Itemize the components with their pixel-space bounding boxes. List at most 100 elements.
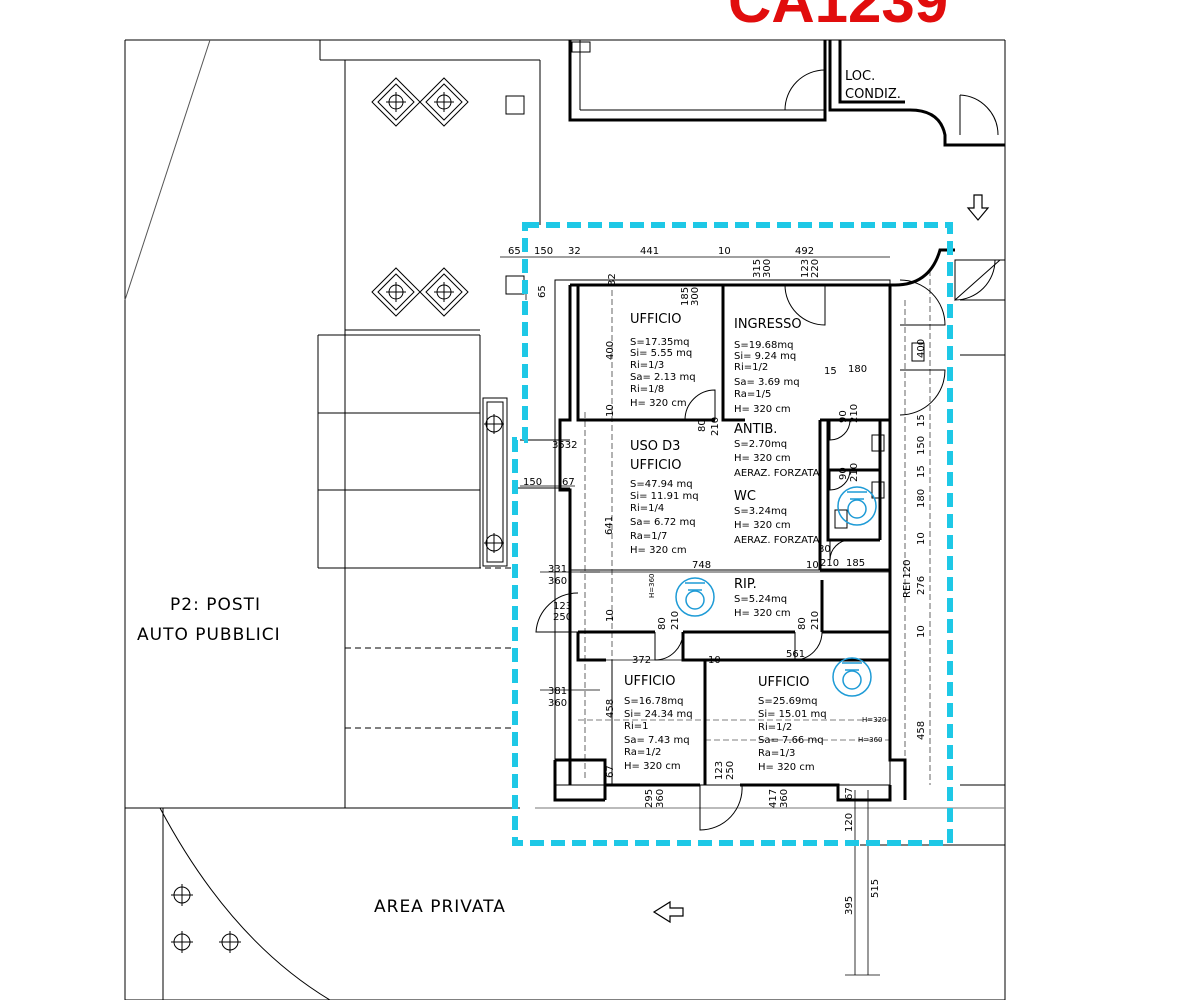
svg-text:S=5.24mq: S=5.24mq [734, 594, 787, 605]
property-boundary [512, 222, 953, 846]
svg-text:210: 210 [710, 417, 721, 436]
svg-text:123: 123 [553, 601, 572, 612]
svg-text:15: 15 [916, 414, 927, 427]
svg-text:H=360: H=360 [858, 736, 883, 744]
svg-text:32: 32 [568, 246, 581, 257]
svg-text:10: 10 [916, 625, 927, 638]
room-rip: RIP. S=5.24mq H= 320 cm [734, 577, 791, 619]
svg-text:80: 80 [657, 617, 668, 630]
svg-text:210: 210 [849, 463, 860, 482]
svg-text:400: 400 [916, 339, 927, 358]
svg-text:RIP.: RIP. [734, 577, 757, 592]
svg-text:220: 220 [810, 259, 821, 278]
svg-text:H= 320 cm: H= 320 cm [758, 762, 815, 773]
svg-text:185: 185 [680, 287, 691, 306]
svg-text:H= 320 cm: H= 320 cm [734, 608, 791, 619]
svg-text:3532: 3532 [552, 440, 577, 451]
svg-text:Ra=1/2: Ra=1/2 [624, 747, 661, 758]
svg-text:180: 180 [916, 489, 927, 508]
svg-text:H= 320 cm: H= 320 cm [630, 398, 687, 409]
svg-text:515: 515 [870, 879, 881, 898]
svg-text:360: 360 [548, 576, 567, 587]
svg-text:Ri=1: Ri=1 [624, 721, 648, 732]
room-wc: WC S=3.24mq H= 320 cm AERAZ. FORZATA [734, 489, 820, 546]
svg-text:80: 80 [797, 617, 808, 630]
svg-text:561: 561 [786, 649, 805, 660]
svg-text:250: 250 [725, 761, 736, 780]
svg-text:395: 395 [844, 896, 855, 915]
svg-text:Ri=1/8: Ri=1/8 [630, 384, 664, 395]
svg-text:150: 150 [916, 436, 927, 455]
svg-text:331: 331 [548, 564, 567, 575]
svg-text:123: 123 [800, 259, 811, 278]
svg-text:UFFICIO: UFFICIO [630, 312, 681, 327]
svg-text:372: 372 [632, 655, 651, 666]
svg-text:10: 10 [916, 532, 927, 545]
svg-text:80: 80 [818, 544, 831, 555]
svg-text:123: 123 [714, 761, 725, 780]
svg-text:185: 185 [846, 558, 865, 569]
dimension-lines [500, 256, 890, 976]
svg-text:WC: WC [734, 489, 756, 504]
site-outlines [124, 39, 1006, 1000]
svg-text:400: 400 [605, 341, 616, 360]
svg-text:492: 492 [795, 246, 814, 257]
svg-text:417: 417 [768, 789, 779, 808]
svg-text:S=16.78mq: S=16.78mq [624, 696, 683, 707]
svg-text:300: 300 [762, 259, 773, 278]
svg-text:H= 320 cm: H= 320 cm [624, 761, 681, 772]
svg-text:210: 210 [810, 611, 821, 630]
svg-text:10: 10 [708, 655, 721, 666]
loc-condiz-label-1: LOC. [845, 69, 875, 84]
svg-text:641: 641 [604, 516, 615, 535]
room-uso-d3: USO D3 UFFICIO S=47.94 mq Si= 11.91 mq R… [630, 439, 699, 556]
svg-text:748: 748 [692, 560, 711, 571]
room-ufficio-1: UFFICIO S=17.35mq Si= 5.55 mq Ri=1/3 Sa=… [630, 312, 696, 409]
svg-text:S=25.69mq: S=25.69mq [758, 696, 817, 707]
svg-text:Ri=1/2: Ri=1/2 [734, 362, 768, 373]
svg-text:Ra=1/7: Ra=1/7 [630, 531, 667, 542]
wheelchair-icon [675, 577, 715, 617]
svg-text:15: 15 [824, 366, 837, 377]
svg-text:300: 300 [690, 287, 701, 306]
svg-text:S=2.70mq: S=2.70mq [734, 439, 787, 450]
svg-text:441: 441 [640, 246, 659, 257]
tree-symbols [171, 41, 591, 953]
svg-text:80: 80 [697, 419, 708, 432]
svg-text:REI 120: REI 120 [902, 560, 913, 598]
svg-text:458: 458 [605, 699, 616, 718]
wheelchair-icon [832, 657, 872, 697]
svg-text:65: 65 [537, 285, 548, 298]
plan-code: CA1239 [728, 0, 948, 35]
room-antib: ANTIB. S=2.70mq H= 320 cm AERAZ. FORZATA [734, 422, 820, 479]
svg-text:Si= 9.24 mq: Si= 9.24 mq [734, 351, 796, 362]
svg-text:65: 65 [508, 246, 521, 257]
svg-text:Ri=1/3: Ri=1/3 [630, 360, 664, 371]
svg-text:150: 150 [523, 477, 542, 488]
svg-text:210: 210 [849, 404, 860, 423]
room-ufficio-3: UFFICIO S=25.69mq Si= 15.01 mq Ri=1/2 Sa… [758, 675, 827, 773]
svg-text:67: 67 [605, 765, 616, 778]
svg-text:Sa= 2.13 mq: Sa= 2.13 mq [630, 372, 696, 383]
arrow-down-icon [966, 194, 990, 221]
svg-text:180: 180 [848, 364, 867, 375]
svg-text:H=360: H=360 [648, 574, 656, 599]
p2-label-2: AUTO PUBBLICI [137, 625, 281, 645]
svg-text:295: 295 [644, 789, 655, 808]
svg-text:276: 276 [916, 576, 927, 595]
svg-text:S=17.35mq: S=17.35mq [630, 337, 689, 348]
svg-text:360: 360 [655, 789, 666, 808]
svg-text:AERAZ. FORZATA: AERAZ. FORZATA [734, 468, 820, 479]
svg-text:AERAZ. FORZATA: AERAZ. FORZATA [734, 535, 820, 546]
svg-text:H= 320 cm: H= 320 cm [734, 404, 791, 415]
wheelchair-icon [837, 486, 877, 526]
svg-text:150: 150 [534, 246, 553, 257]
svg-text:Si= 11.91 mq: Si= 11.91 mq [630, 491, 699, 502]
svg-text:360: 360 [779, 789, 790, 808]
svg-text:210: 210 [670, 611, 681, 630]
svg-text:USO D3: USO D3 [630, 439, 680, 454]
svg-text:ANTIB.: ANTIB. [734, 422, 777, 437]
svg-text:67: 67 [562, 477, 575, 488]
svg-text:H=320: H=320 [862, 716, 887, 724]
